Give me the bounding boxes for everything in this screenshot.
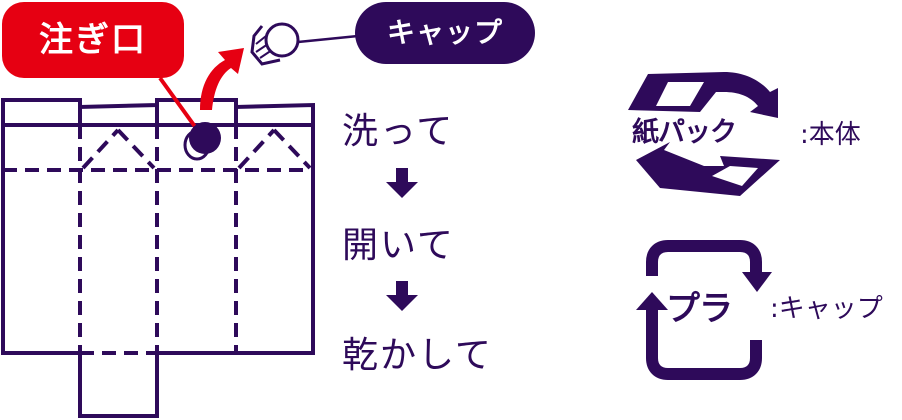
step-wash: 洗って bbox=[342, 111, 455, 152]
down-arrow-icon bbox=[386, 281, 418, 311]
cap-label: キャップ bbox=[355, 2, 535, 64]
spout-icon bbox=[183, 122, 221, 161]
step-dry: 乾かして bbox=[342, 335, 493, 376]
cap-part-label: :キャップ bbox=[770, 294, 883, 324]
fold-lines bbox=[3, 125, 313, 355]
spout-label: 注ぎ口 bbox=[2, 2, 184, 78]
paper-pack-recycle-icon bbox=[628, 72, 780, 196]
plastic-recycle-icon bbox=[636, 240, 772, 380]
paper-pack-mark-text: 紙パック bbox=[632, 117, 737, 148]
body-part-label: :本体 bbox=[800, 120, 861, 150]
step-open: 開いて bbox=[342, 225, 455, 266]
cap-icon bbox=[250, 22, 359, 66]
carton-net bbox=[1, 98, 315, 418]
plastic-mark-text: プラ bbox=[666, 289, 733, 329]
remove-cap-arrow-icon bbox=[200, 48, 244, 110]
down-arrow-icon bbox=[386, 168, 418, 198]
spout-pointer bbox=[158, 76, 198, 130]
